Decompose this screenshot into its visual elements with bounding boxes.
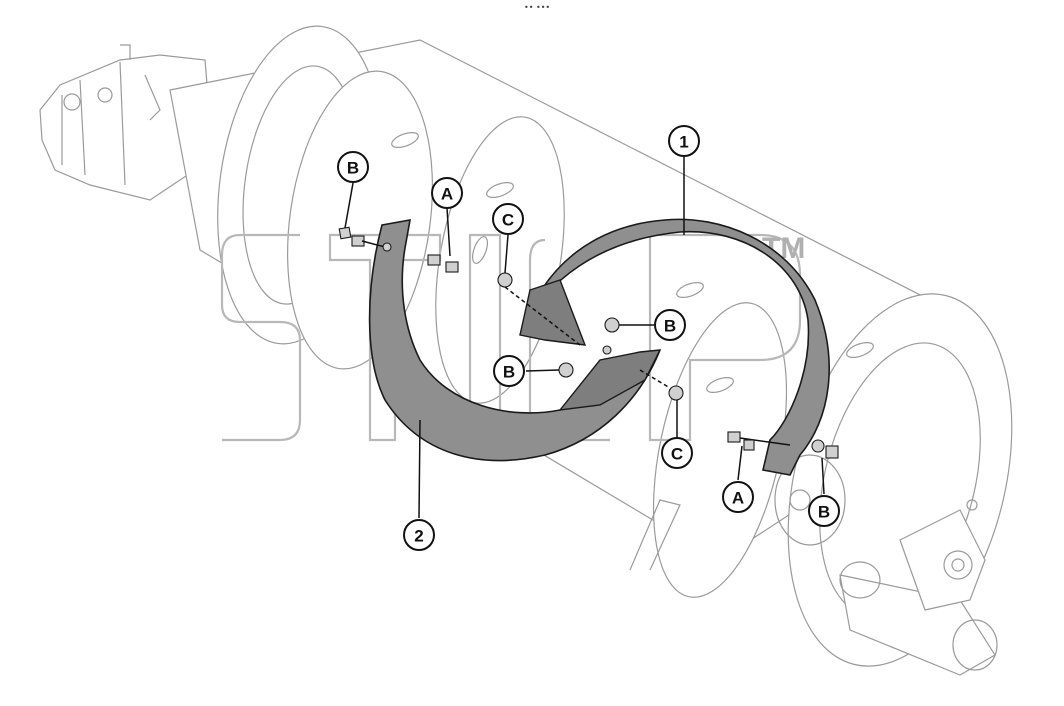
nut-b2 — [604, 317, 620, 333]
flight-segment-1-body — [519, 218, 830, 476]
flight-segment-2 — [368, 219, 662, 462]
callout-part-1: 1 — [668, 125, 700, 157]
svg-text:A: A — [732, 489, 744, 508]
svg-text:1: 1 — [679, 133, 688, 152]
callout-b-3: B — [493, 355, 525, 387]
callout-c-1: C — [492, 203, 524, 235]
nut-b4 — [825, 445, 839, 459]
callout-a-1: A — [431, 177, 463, 209]
callout-b-4: B — [808, 495, 840, 527]
bolt-c2 — [668, 385, 684, 401]
leader-lines — [344, 157, 825, 519]
svg-text:B: B — [503, 363, 515, 382]
callout-b-2: B — [654, 309, 686, 341]
callout-part-2: 2 — [403, 519, 435, 551]
header-glyph: •• ••• — [524, 3, 550, 12]
svg-text:C: C — [502, 211, 514, 230]
flight-segment-2-lip — [558, 349, 662, 411]
bolt-c1 — [497, 272, 513, 288]
svg-text:A: A — [441, 185, 453, 204]
nut-b3 — [558, 362, 574, 378]
svg-text:B: B — [347, 159, 359, 178]
hardware — [338, 226, 839, 459]
background-auger-assembly — [39, 25, 1013, 676]
bolt-a2 — [727, 431, 741, 443]
callout-a-2: A — [722, 481, 754, 513]
svg-text:C: C — [671, 445, 683, 464]
flight-segment-1-lip — [519, 279, 587, 346]
svg-text:B: B — [664, 317, 676, 336]
flight-segment-1 — [519, 218, 830, 476]
callout-c-2: C — [661, 437, 693, 469]
svg-text:2: 2 — [414, 527, 423, 546]
svg-text:B: B — [818, 503, 830, 522]
callout-b-1: B — [337, 151, 369, 183]
bolt-a1 — [427, 254, 441, 266]
